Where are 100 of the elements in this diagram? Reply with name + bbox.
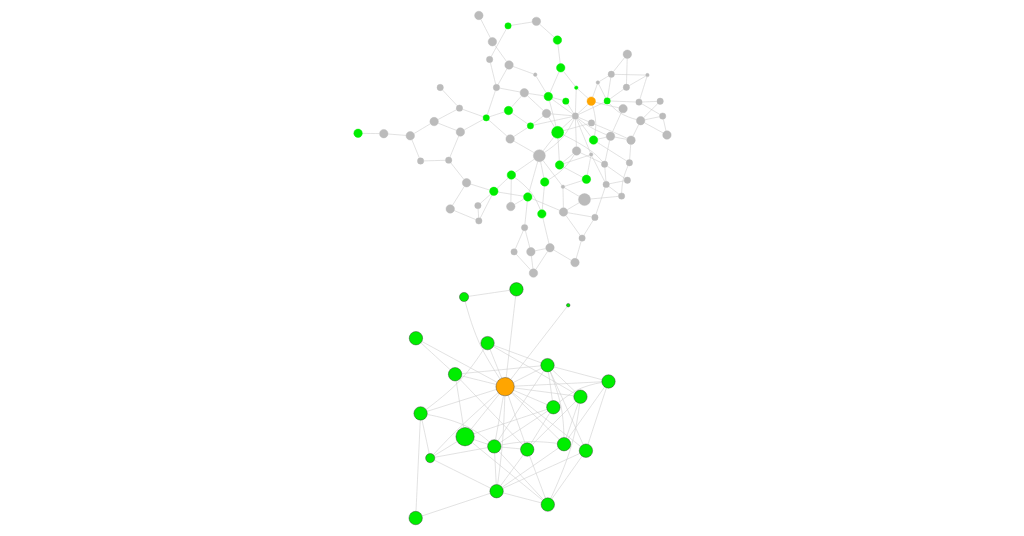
connector: [528, 455, 546, 499]
node-circle: [554, 160, 564, 170]
node-circle: [565, 303, 570, 308]
connector: [591, 105, 596, 137]
connector: [591, 83, 598, 98]
node-circle: [635, 98, 642, 106]
connector: [524, 230, 530, 248]
node-circle: [488, 186, 498, 196]
connector: [532, 115, 543, 125]
node-circle: [588, 152, 593, 157]
connector: [608, 180, 624, 185]
connector: [563, 187, 580, 197]
node-circle: [408, 331, 423, 346]
connector: [513, 140, 534, 153]
node-circle: [408, 511, 423, 525]
connector: [510, 306, 567, 380]
connector: [464, 301, 500, 380]
connector: [499, 454, 523, 486]
connector: [547, 371, 553, 401]
connector: [515, 254, 531, 271]
node-circle: [461, 178, 471, 188]
connector: [492, 346, 575, 394]
connector: [549, 371, 583, 445]
connector: [413, 123, 431, 134]
connector: [512, 367, 542, 383]
connector: [531, 401, 576, 445]
node-circle: [623, 176, 631, 184]
node-circle: [587, 119, 595, 127]
connector: [497, 191, 524, 197]
node-circle: [474, 202, 481, 209]
connector: [499, 410, 548, 443]
node-circle: [528, 268, 538, 278]
connector: [597, 83, 606, 99]
connector: [459, 378, 523, 445]
node-circle: [556, 437, 571, 452]
connector: [549, 403, 580, 499]
connector: [420, 342, 450, 370]
node-circle: [552, 35, 562, 45]
connector: [421, 341, 497, 383]
connector: [463, 119, 484, 131]
node-circle: [455, 127, 465, 137]
node-circle: [447, 367, 462, 382]
connector: [513, 390, 547, 405]
connector: [511, 392, 581, 447]
connector: [511, 112, 528, 125]
connector: [510, 21, 532, 26]
connector: [502, 453, 580, 489]
node-circle: [602, 181, 610, 188]
connector: [488, 111, 505, 118]
connector: [453, 210, 476, 220]
connector: [562, 154, 590, 164]
connector: [611, 112, 622, 133]
node-circle: [607, 70, 615, 78]
connector: [530, 255, 533, 270]
connector: [480, 19, 491, 39]
node-circle: [424, 453, 435, 463]
connector: [541, 186, 545, 210]
connector: [532, 116, 572, 126]
connector: [513, 387, 574, 397]
connector: [434, 447, 488, 458]
node-circle: [540, 497, 555, 512]
connector: [437, 109, 457, 120]
node-circle: [413, 406, 427, 421]
node-circle: [526, 122, 534, 130]
connector: [608, 103, 637, 120]
connector: [567, 386, 605, 439]
connector: [534, 248, 546, 252]
node-circle: [656, 97, 664, 105]
connector: [576, 118, 591, 137]
node-circle: [545, 243, 554, 253]
node-circle: [618, 104, 628, 114]
connector: [477, 208, 479, 218]
connector: [542, 217, 549, 244]
node-circle: [505, 202, 515, 211]
connector: [500, 441, 557, 446]
connector: [608, 186, 619, 195]
node-circle: [353, 128, 362, 138]
connector: [479, 194, 491, 204]
connector: [502, 492, 541, 504]
connector: [542, 160, 562, 186]
connector: [551, 369, 576, 393]
connector: [551, 455, 582, 500]
connector: [628, 75, 646, 86]
connector: [473, 409, 547, 435]
connector: [433, 441, 457, 456]
node-circle: [485, 56, 493, 63]
connector: [562, 166, 583, 178]
connector: [488, 119, 507, 137]
node-circle: [581, 174, 591, 184]
node-circle: [543, 92, 553, 101]
node-circle: [550, 126, 564, 139]
node-circle: [405, 131, 415, 141]
connector: [549, 71, 559, 93]
connector: [551, 98, 573, 115]
connector: [432, 392, 498, 455]
node-circle: [482, 114, 490, 122]
connector: [577, 117, 589, 122]
connector: [526, 95, 543, 111]
connector: [565, 215, 581, 236]
connector: [557, 44, 560, 64]
